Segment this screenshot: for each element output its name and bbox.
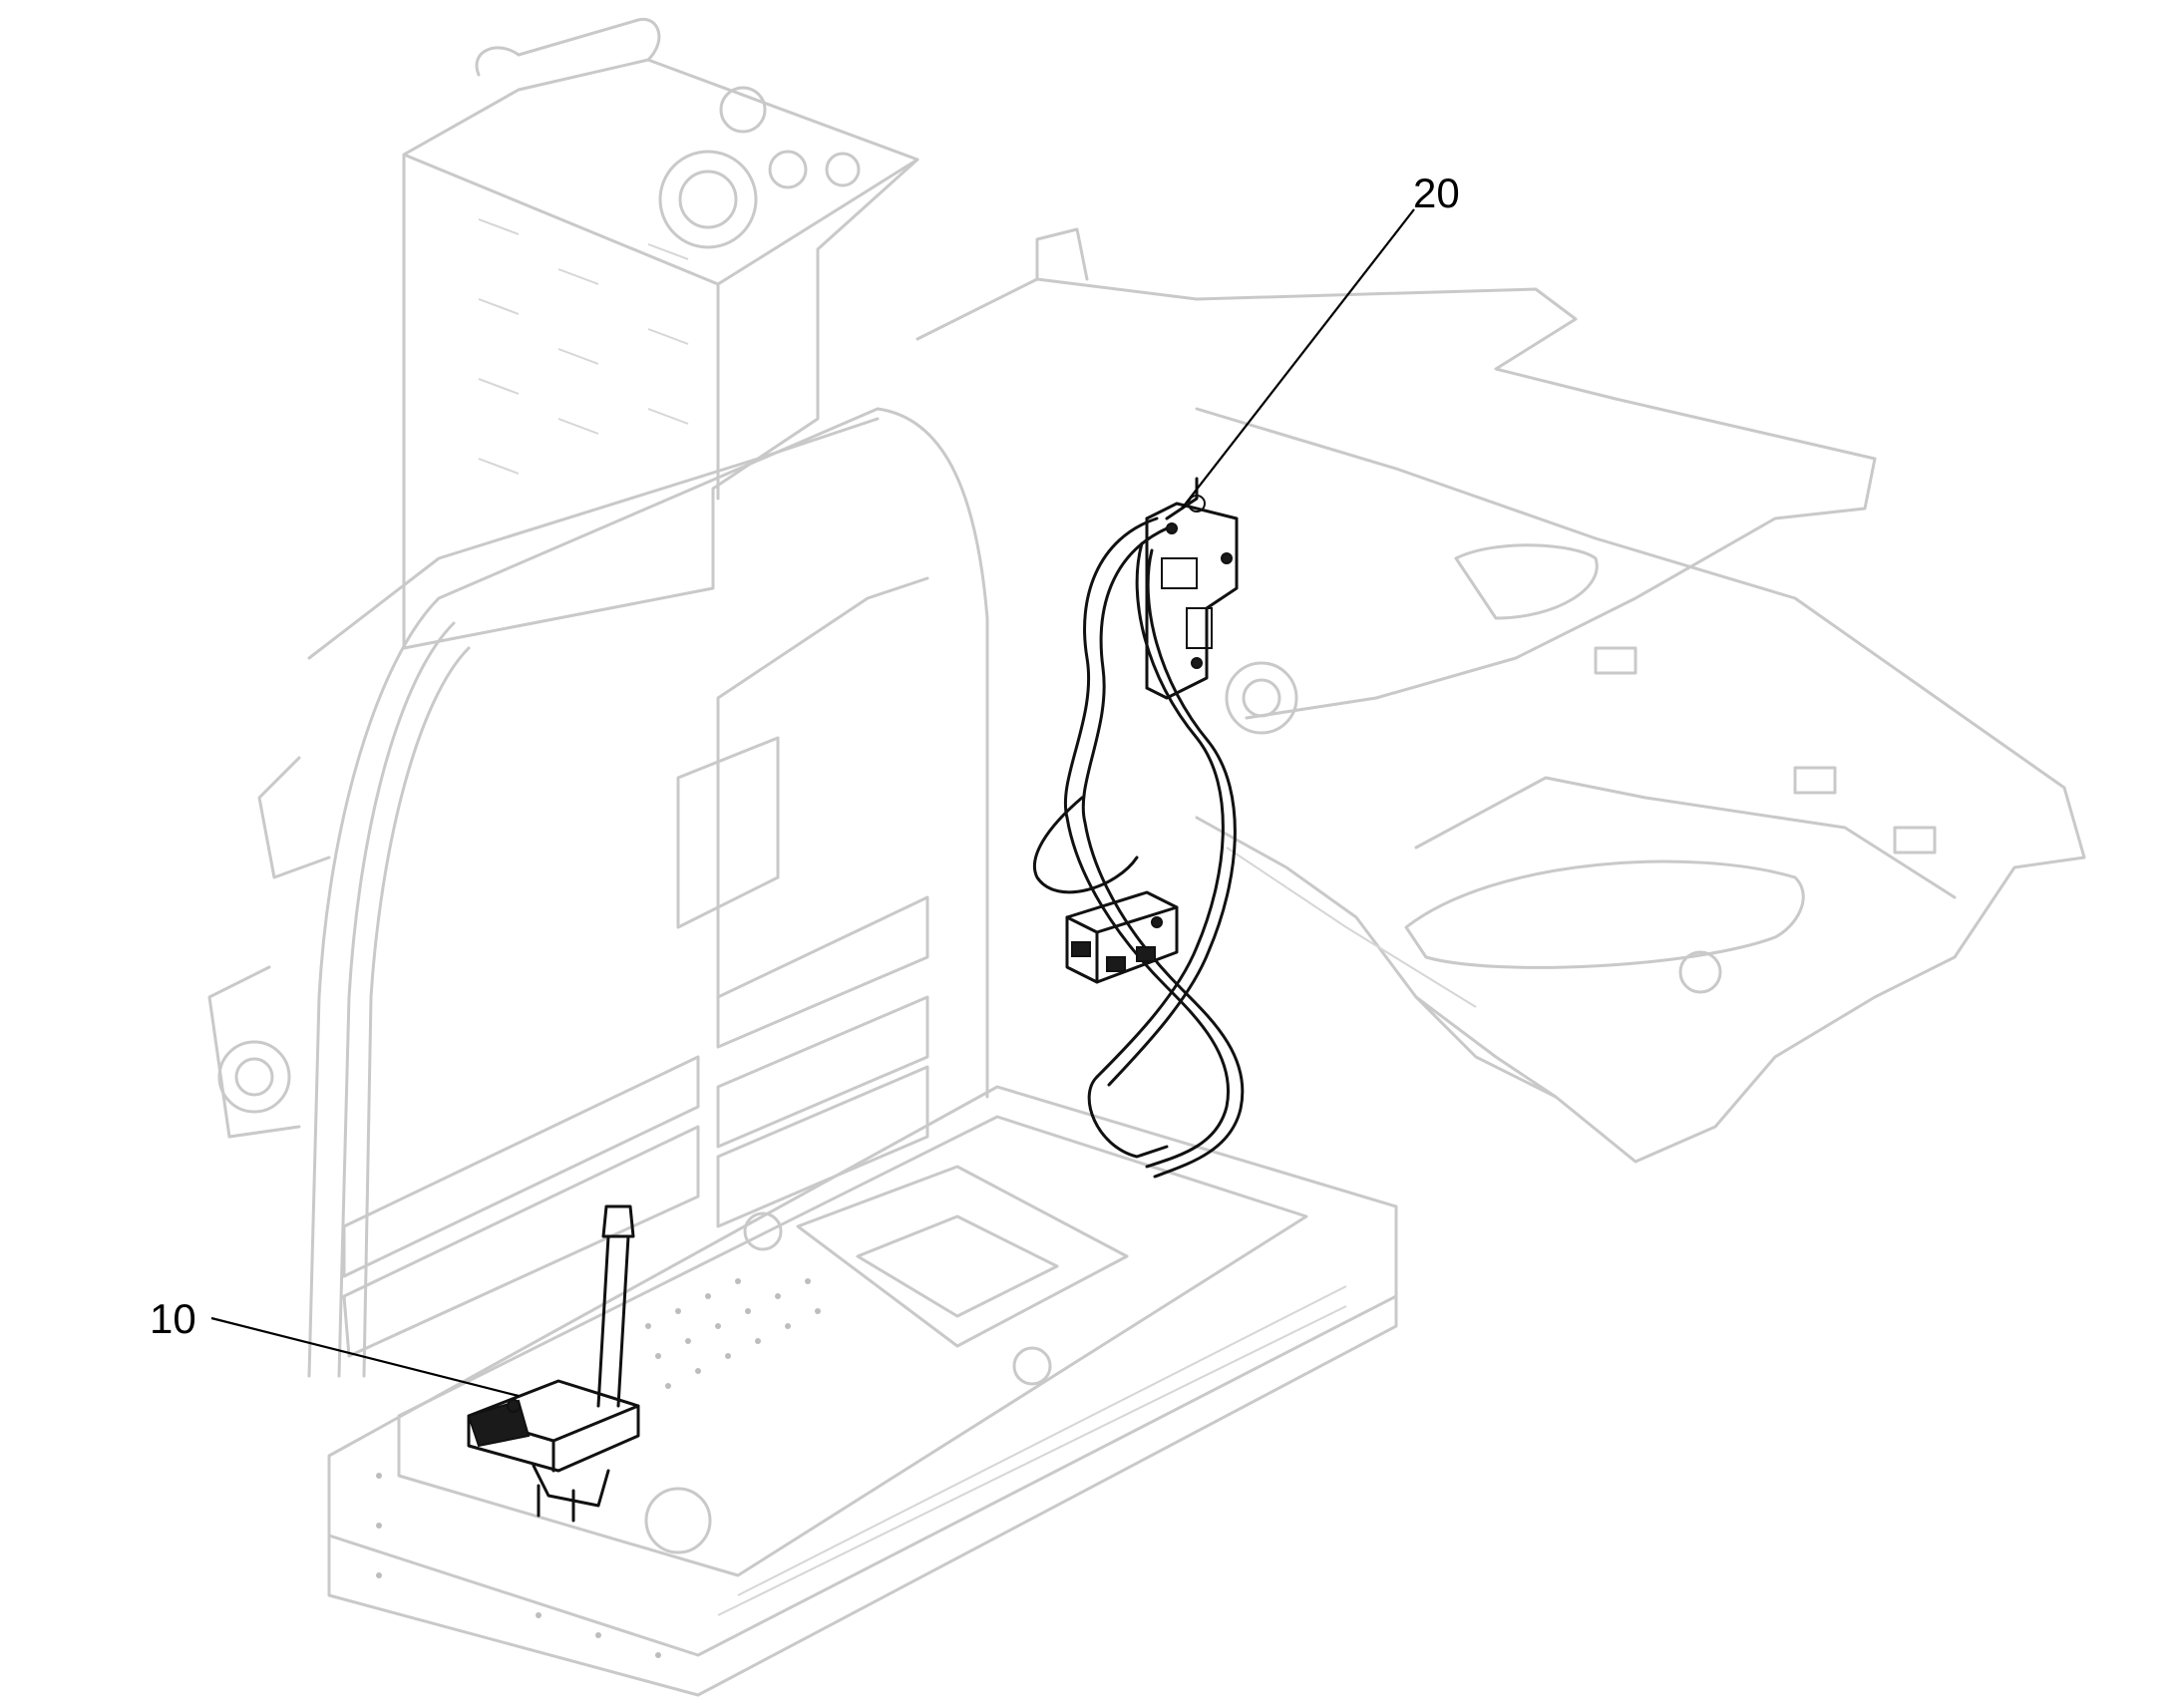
upper-frame-context xyxy=(915,227,2086,1164)
hydraulic-tank-context xyxy=(402,17,919,650)
callout-number-10: 10 xyxy=(150,1295,196,1342)
pilot-hose-bundle xyxy=(1032,516,1245,1179)
cab-floor-context xyxy=(327,1085,1398,1697)
cab-shell-context xyxy=(207,407,989,1378)
callout-number-20: 20 xyxy=(1413,170,1460,216)
solenoid-valve-block xyxy=(1065,890,1179,984)
leader-line-20 xyxy=(1181,208,1415,510)
leader-line-10 xyxy=(210,1316,520,1398)
control-valve-assembly xyxy=(1145,477,1239,700)
cab-floor-holes xyxy=(376,1278,821,1658)
pilot-control-lever xyxy=(467,1204,640,1523)
